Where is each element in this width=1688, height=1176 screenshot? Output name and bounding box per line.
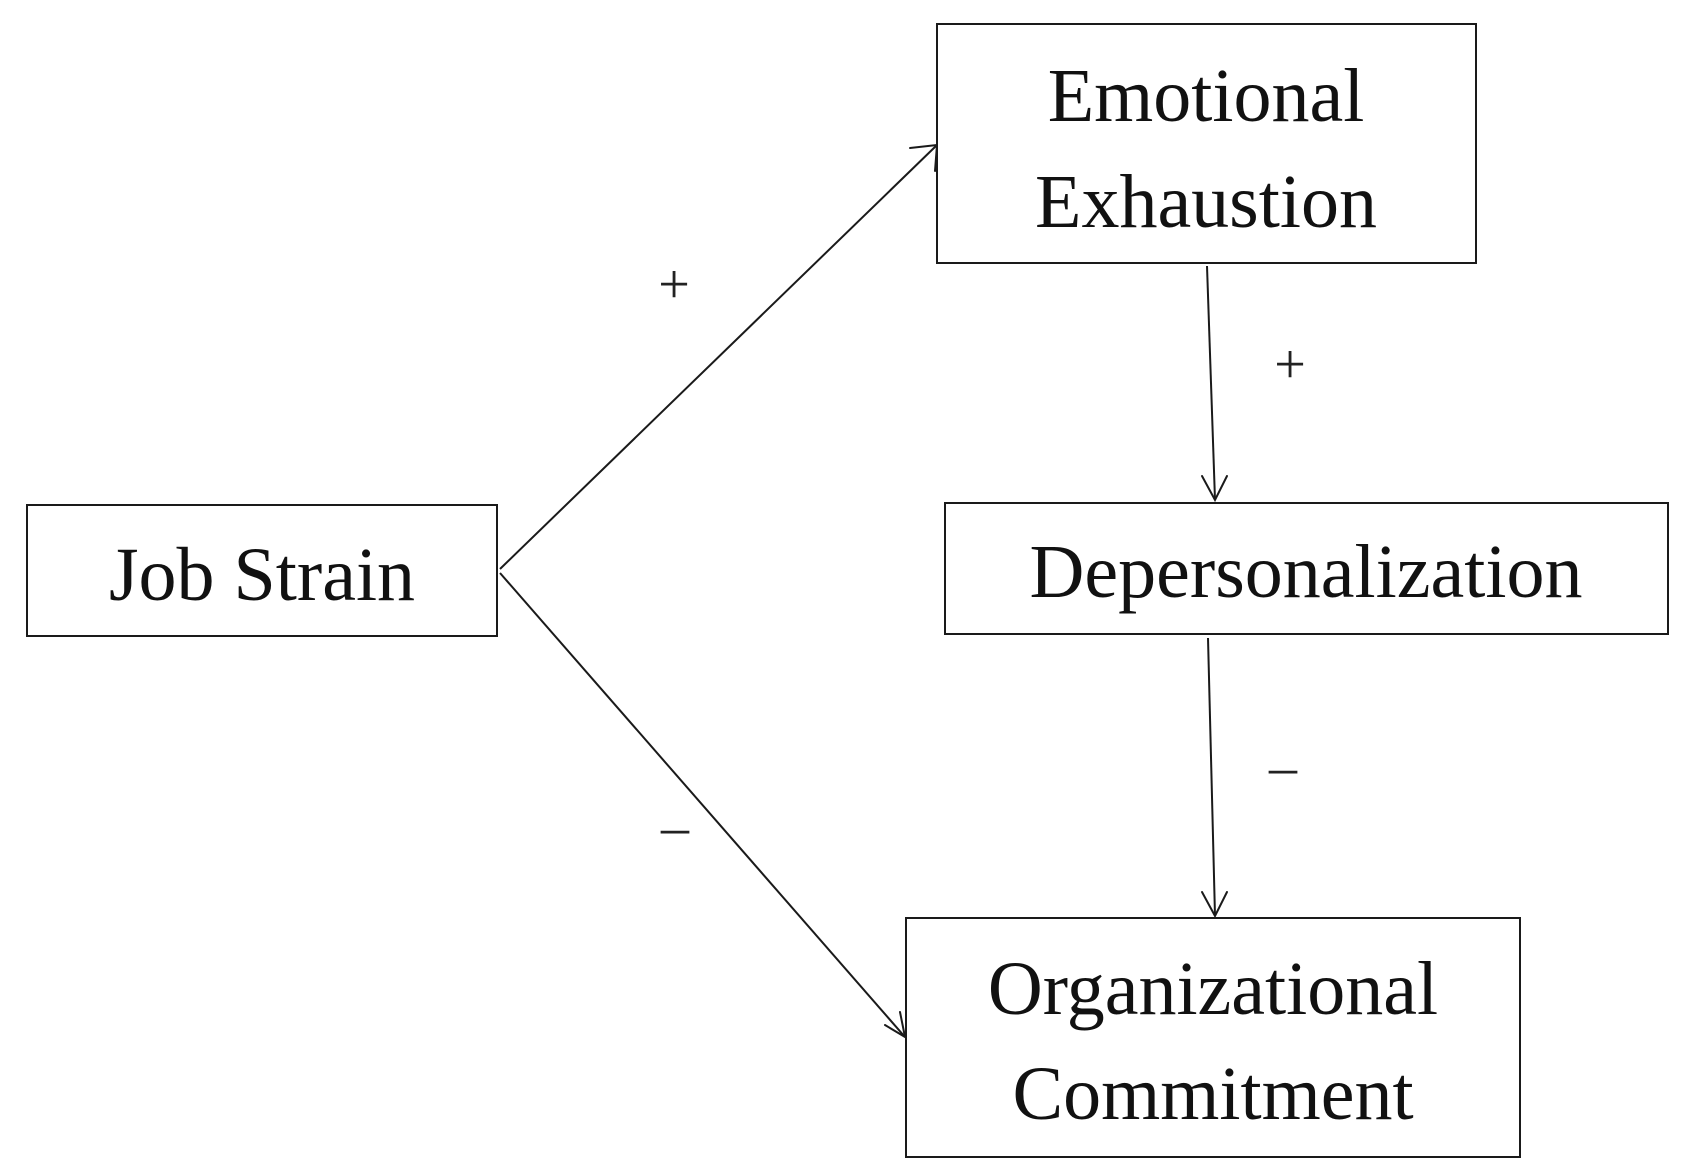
node-label-line1: Organizational [988, 947, 1438, 1031]
node-label: Depersonalization [1030, 530, 1583, 614]
edge-depersonalization-to-commitment [1201, 637, 1228, 919]
edge-sign-negative: – [660, 796, 690, 858]
node-label-line2: Commitment [1012, 1052, 1413, 1136]
edge-sign-positive: + [1274, 334, 1306, 396]
node-label-line2: Exhaustion [1035, 160, 1377, 244]
node-label: Job Strain [109, 533, 415, 617]
node-label-line1: Emotional [1048, 54, 1365, 138]
edge-sign-negative: – [1268, 736, 1298, 798]
node-job-strain: Job Strain [26, 504, 498, 637]
edge-jobstrain-to-exhaustion [499, 143, 939, 570]
node-emotional-exhaustion: Emotional Exhaustion [936, 23, 1477, 264]
node-depersonalization: Depersonalization [944, 502, 1669, 635]
edge-sign-positive: + [658, 254, 690, 316]
edge-exhaustion-to-depersonalization [1201, 265, 1228, 503]
edge-jobstrain-to-commitment [499, 572, 907, 1040]
node-organizational-commitment: Organizational Commitment [905, 917, 1521, 1158]
